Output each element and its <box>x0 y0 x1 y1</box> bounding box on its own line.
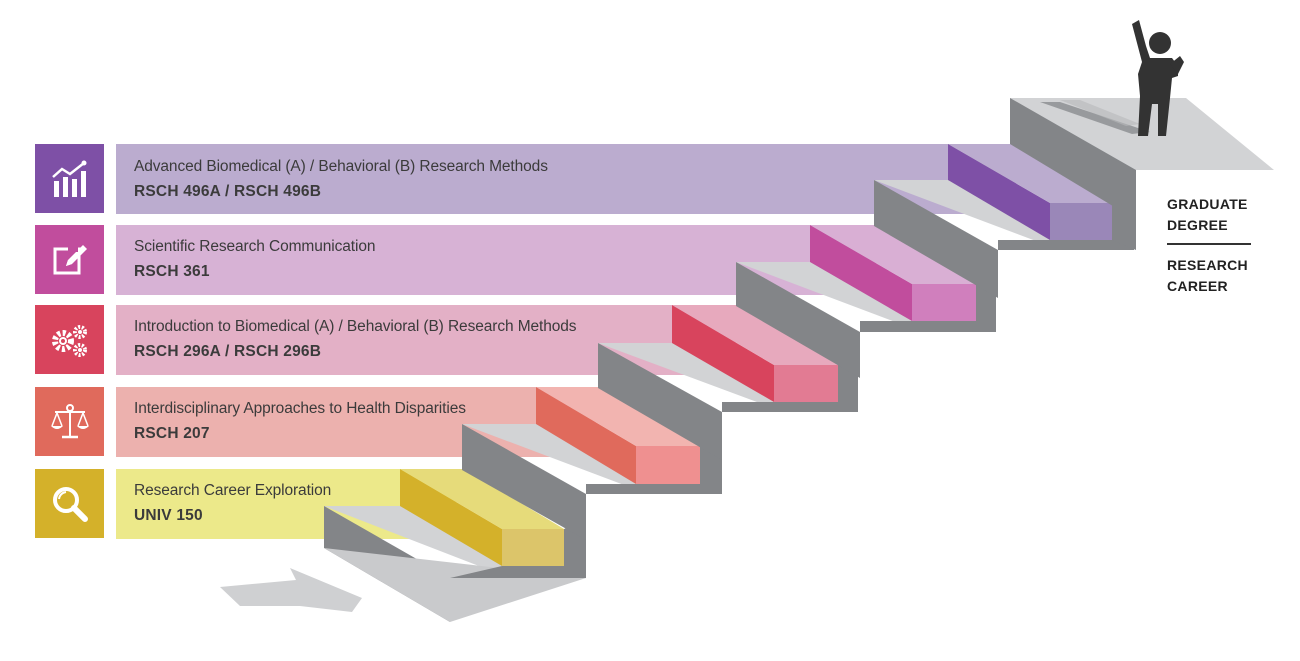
step-5-label: Advanced Biomedical (A) / Behavioral (B)… <box>134 159 548 199</box>
tread-step-3 <box>774 365 838 402</box>
step-3-label: Introduction to Biomedical (A) / Behavio… <box>134 318 577 360</box>
arrow-icon <box>220 568 362 612</box>
step-title: Interdisciplinary Approaches to Health D… <box>134 400 466 417</box>
destination-graduate-degree: GRADUATE DEGREE <box>1167 194 1248 236</box>
person-raising-fist-icon <box>1132 20 1184 136</box>
dest-line-3: RESEARCH <box>1167 257 1248 273</box>
step-title: Advanced Biomedical (A) / Behavioral (B)… <box>134 158 548 175</box>
course-code: RSCH 296A / RSCH 296B <box>134 342 322 360</box>
step-title: Research Career Exploration <box>134 482 332 499</box>
stair-step-2 <box>462 387 722 540</box>
tread-step-5 <box>1050 203 1112 240</box>
step-title: Scientific Research Communication <box>134 238 376 255</box>
magnifier-icon-box <box>35 469 104 538</box>
dest-line-2: DEGREE <box>1167 217 1228 233</box>
riser-step-5 <box>948 144 1050 240</box>
tread-step-1 <box>502 529 564 566</box>
destination-divider <box>1167 243 1251 245</box>
course-code: RSCH 496A / RSCH 496B <box>134 182 322 200</box>
dest-line-1: GRADUATE <box>1167 196 1248 212</box>
gears-icon-box <box>35 305 104 374</box>
destination-research-career: RESEARCH CAREER <box>1167 255 1248 297</box>
riser-step-1 <box>400 469 502 566</box>
band-step-2 <box>116 387 596 457</box>
scales-icon <box>50 403 89 438</box>
magnifier-icon <box>52 486 88 522</box>
course-code: RSCH 361 <box>134 262 210 280</box>
riser-step-2 <box>536 387 636 484</box>
step-title: Introduction to Biomedical (A) / Behavio… <box>134 318 577 335</box>
course-code: UNIV 150 <box>134 506 203 524</box>
stair-step-4 <box>736 225 996 378</box>
tread-step-2 <box>636 446 700 484</box>
step-1-label: Research Career Exploration UNIV 150 <box>134 483 331 523</box>
gears-icon <box>51 324 87 357</box>
dest-line-4: CAREER <box>1167 278 1228 294</box>
edit-icon-box <box>35 225 104 294</box>
riser-step-3 <box>672 305 774 402</box>
band-step-5 <box>116 144 1016 214</box>
riser-step-4 <box>810 225 912 321</box>
step-2-label: Interdisciplinary Approaches to Health D… <box>134 401 466 441</box>
step-4-label: Scientific Research Communication RSCH 3… <box>134 239 375 279</box>
stair-step-3 <box>598 305 858 460</box>
chart-icon <box>51 160 86 197</box>
tread-step-4 <box>912 284 976 321</box>
scales-icon-box <box>35 387 104 456</box>
course-code: RSCH 207 <box>134 424 210 442</box>
chart-icon-box <box>35 144 104 213</box>
stair-step-5 <box>874 144 1134 298</box>
edit-icon <box>53 244 87 274</box>
